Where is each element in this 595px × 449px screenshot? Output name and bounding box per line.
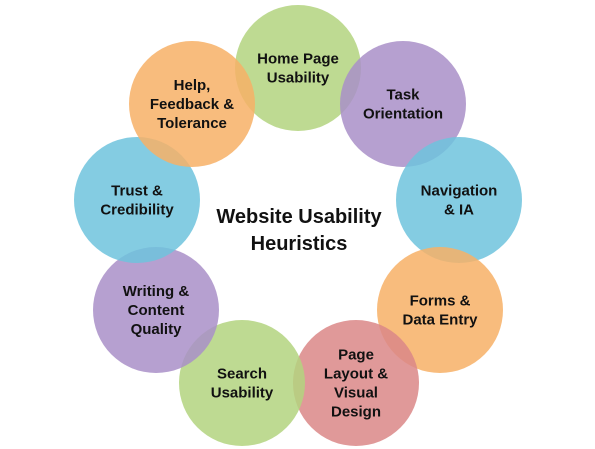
center-title: Website Usability Heuristics (216, 206, 382, 255)
bubble-label-page-layout-visual-design-line-3: Visual (334, 385, 378, 402)
bubble-label-home-page-usability-line-2: Usability (267, 70, 330, 87)
bubble-label-help-feedback-tolerance-line-1: Help, (174, 77, 211, 94)
bubble-label-help-feedback-tolerance-line-3: Tolerance (157, 115, 227, 132)
bubble-circle-page-layout-visual-design (293, 320, 419, 446)
bubble-circle-home-page-usability (235, 5, 361, 131)
bubble-forms-data-entry: Forms & Data Entry (377, 247, 503, 373)
bubble-navigation-ia: Navigation & IA (396, 137, 522, 263)
bubble-label-forms-data-entry-line-2: Data Entry (402, 312, 478, 329)
bubble-ring: Home PageUsabilityTaskOrientationNavigat… (74, 5, 522, 446)
bubble-trust-credibility: Trust & Credibility (74, 137, 200, 263)
bubble-help-feedback-tolerance: Help, Feedback & Tolerance (129, 41, 255, 167)
bubble-circle-navigation-ia (396, 137, 522, 263)
bubble-label-writing-content-quality-line-2: Content (128, 302, 185, 319)
bubble-circle-forms-data-entry (377, 247, 503, 373)
center-title-line-1: Website Usability (216, 206, 382, 228)
bubble-label-search-usability-line-1: Search (217, 366, 267, 383)
bubble-label-page-layout-visual-design-line-2: Layout & (324, 366, 388, 383)
bubble-circle-help-feedback-tolerance (129, 41, 255, 167)
bubble-label-help-feedback-tolerance-line-2: Feedback & (150, 96, 234, 113)
bubble-circle-search-usability (179, 320, 305, 446)
bubble-label-task-orientation-line-1: Task (386, 87, 420, 104)
bubble-label-search-usability-line-2: Usability (211, 385, 274, 402)
bubble-label-page-layout-visual-design-line-1: Page (338, 347, 374, 364)
bubble-label-trust-credibility-line-2: Credibility (100, 202, 174, 219)
bubble-label-writing-content-quality-line-1: Writing & (123, 283, 190, 300)
bubble-circle-trust-credibility (74, 137, 200, 263)
bubble-label-navigation-ia-line-1: Navigation (421, 183, 498, 200)
bubble-label-home-page-usability-line-1: Home Page (257, 51, 339, 68)
bubble-label-page-layout-visual-design-line-4: Design (331, 404, 381, 421)
bubble-label-trust-credibility-line-1: Trust & (111, 183, 163, 200)
bubble-label-navigation-ia-line-2: & IA (444, 202, 474, 219)
bubble-label-task-orientation-line-2: Orientation (363, 106, 443, 123)
bubble-label-forms-data-entry-line-1: Forms & (410, 293, 471, 310)
center-title-line-2: Heuristics (251, 233, 348, 255)
bubble-circle-writing-content-quality (93, 247, 219, 373)
bubble-circle-task-orientation (340, 41, 466, 167)
bubble-label-writing-content-quality-line-3: Quality (131, 321, 183, 338)
